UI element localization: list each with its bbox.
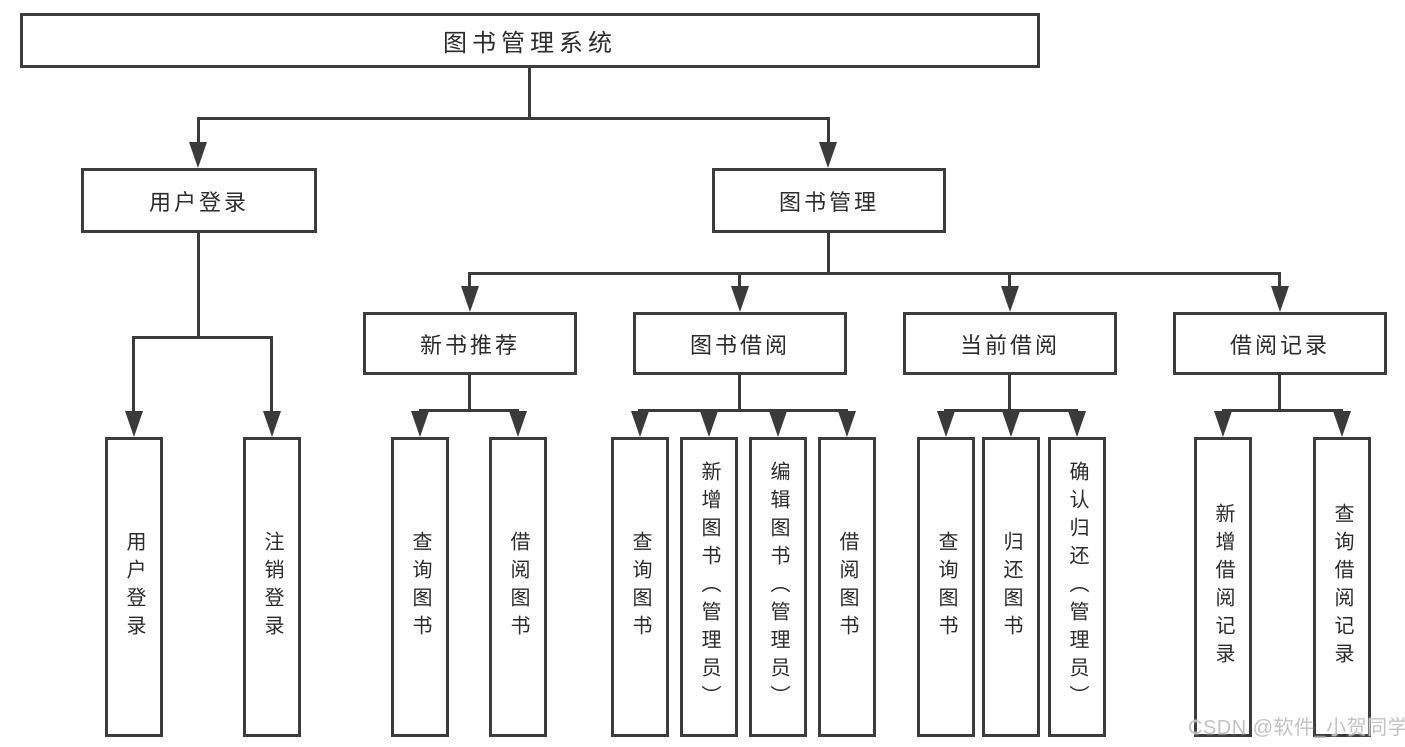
arrow-down-icon xyxy=(461,286,479,312)
connector-line xyxy=(738,374,741,412)
arrow-down-icon xyxy=(819,142,837,168)
arrow-down-icon xyxy=(1271,286,1289,312)
arrow-down-icon xyxy=(1001,286,1019,312)
leaf-user-login: 用户登录 xyxy=(105,437,163,737)
node-label: 新书推荐 xyxy=(419,332,520,358)
connector-line xyxy=(197,117,830,120)
node-label: 用户登录 xyxy=(123,531,145,643)
connector-line xyxy=(1008,272,1011,289)
connector-line xyxy=(528,68,531,120)
node-label: 新增图书（管理员） xyxy=(698,461,720,713)
connector-line xyxy=(827,117,830,145)
node-label: 查询图书 xyxy=(935,531,957,643)
leaf-bb-edit-books-admin: 编辑图书（管理员） xyxy=(749,437,807,737)
connector-line xyxy=(468,272,471,289)
node-label: 查询图书 xyxy=(409,531,431,643)
connector-line xyxy=(1222,409,1343,412)
node-label: 借阅图书 xyxy=(507,531,529,643)
leaf-cb-confirm-return-admin: 确认归还（管理员） xyxy=(1048,437,1106,737)
watermark-text: CSDN @软件_小贺同学 xyxy=(1188,717,1405,739)
node-label: 当前借阅 xyxy=(959,332,1060,358)
connector-line xyxy=(1278,272,1281,289)
node-label: 借阅记录 xyxy=(1229,332,1330,358)
connector-line xyxy=(1008,374,1011,412)
arrow-down-icon xyxy=(189,142,207,168)
node-borrow-records: 借阅记录 xyxy=(1173,312,1387,375)
node-library-system: 图书管理系统 xyxy=(20,13,1040,68)
arrow-down-icon xyxy=(631,411,649,437)
node-label: 确认归还（管理员） xyxy=(1066,461,1088,713)
arrow-down-icon xyxy=(937,411,955,437)
arrow-down-icon xyxy=(125,411,143,437)
connector-line xyxy=(738,272,741,289)
connector-line xyxy=(1278,374,1281,412)
node-label: 图书管理系统 xyxy=(443,30,617,57)
node-new-book-recommend: 新书推荐 xyxy=(363,312,577,375)
leaf-br-add-record: 新增借阅记录 xyxy=(1194,437,1252,737)
node-label: 查询图书 xyxy=(629,531,651,643)
arrow-down-icon xyxy=(411,411,429,437)
arrow-down-icon xyxy=(1333,411,1351,437)
node-label: 编辑图书（管理员） xyxy=(767,461,789,713)
arrow-down-icon xyxy=(1002,411,1020,437)
connector-line xyxy=(419,409,519,412)
connector-line xyxy=(469,272,1281,275)
node-label: 新增借阅记录 xyxy=(1212,503,1234,671)
node-label: 图书借阅 xyxy=(689,332,790,358)
arrow-down-icon xyxy=(769,411,787,437)
connector-line xyxy=(132,336,135,414)
arrow-down-icon xyxy=(1068,411,1086,437)
node-user-login: 用户登录 xyxy=(81,168,317,233)
leaf-nb-borrow-books: 借阅图书 xyxy=(489,437,547,737)
connector-line xyxy=(133,336,273,339)
node-label: 注销登录 xyxy=(261,531,283,643)
arrow-down-icon xyxy=(700,411,718,437)
leaf-cb-return-books: 归还图书 xyxy=(982,437,1040,737)
connector-line xyxy=(638,409,848,412)
node-label: 用户登录 xyxy=(148,189,249,215)
arrow-down-icon xyxy=(838,411,856,437)
connector-line xyxy=(827,233,830,275)
node-book-management: 图书管理 xyxy=(712,168,946,233)
arrow-down-icon xyxy=(1214,411,1232,437)
node-label: 查询借阅记录 xyxy=(1331,503,1353,671)
node-label: 归还图书 xyxy=(1000,531,1022,643)
arrow-down-icon xyxy=(509,411,527,437)
leaf-bb-borrow-books: 借阅图书 xyxy=(818,437,876,737)
leaf-bb-query-books: 查询图书 xyxy=(611,437,669,737)
connector-line xyxy=(944,409,1078,412)
arrow-down-icon xyxy=(731,286,749,312)
leaf-br-query-record: 查询借阅记录 xyxy=(1313,437,1371,737)
arrow-down-icon xyxy=(263,411,281,437)
leaf-cb-query-books: 查询图书 xyxy=(917,437,975,737)
leaf-nb-query-books: 查询图书 xyxy=(391,437,449,737)
node-label: 图书管理 xyxy=(778,189,879,215)
connector-line xyxy=(270,336,273,414)
connector-line xyxy=(197,233,200,339)
node-current-borrow: 当前借阅 xyxy=(903,312,1117,375)
leaf-bb-add-books-admin: 新增图书（管理员） xyxy=(680,437,738,737)
node-book-borrow: 图书借阅 xyxy=(633,312,847,375)
connector-line xyxy=(468,374,471,412)
leaf-logout: 注销登录 xyxy=(243,437,301,737)
node-label: 借阅图书 xyxy=(836,531,858,643)
connector-line xyxy=(197,117,200,145)
